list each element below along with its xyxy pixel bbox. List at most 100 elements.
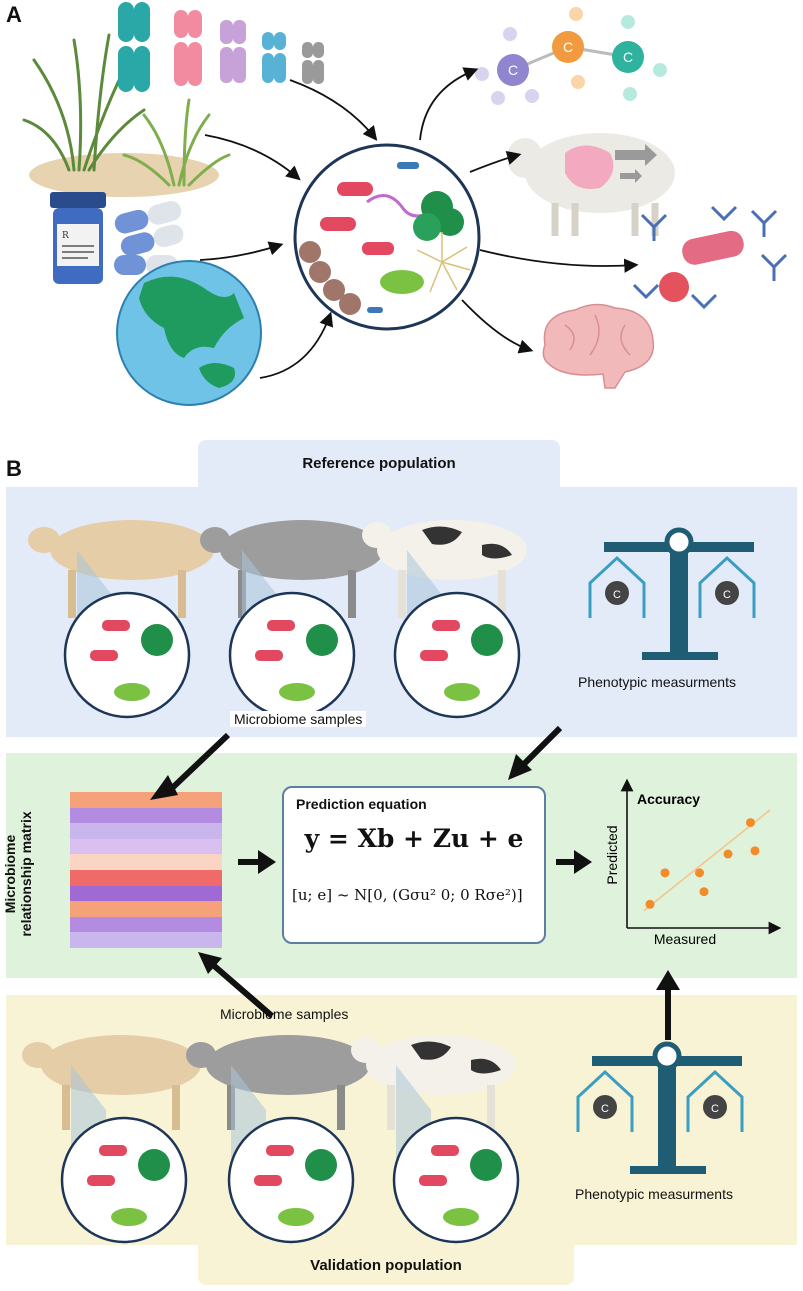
- svg-text:C: C: [623, 49, 633, 65]
- matrix-cell: [85, 916, 101, 933]
- matrix-cell: [70, 932, 86, 948]
- matrix-cell: [161, 807, 177, 824]
- matrix-cell: [100, 916, 116, 933]
- matrix-cell: [161, 870, 177, 886]
- svg-text:C: C: [723, 589, 731, 601]
- matrix-cell: [176, 901, 192, 917]
- matrix-cell: [191, 792, 207, 808]
- matrix-cell: [130, 932, 146, 948]
- matrix-cell: [145, 854, 162, 870]
- matrix-cell: [176, 792, 192, 808]
- svg-text:C: C: [613, 589, 621, 601]
- matrix-cell: [100, 807, 116, 824]
- matrix-cell: [206, 916, 222, 933]
- matrix-cell: [206, 901, 222, 917]
- methane-icon: C: [605, 581, 629, 605]
- matrix-cell: [161, 854, 177, 870]
- equation-title: Prediction equation: [296, 796, 427, 812]
- matrix-cell: [130, 838, 146, 855]
- matrix-cell: [70, 885, 86, 902]
- matrix-cell: [206, 885, 222, 902]
- scatter-point: [723, 849, 733, 859]
- reference-title-tab: [198, 440, 560, 490]
- reference-cows: [28, 520, 527, 719]
- phenotypic-caption-bottom: Phenotypic measurments: [575, 1186, 733, 1202]
- matrix-cell: [145, 870, 162, 886]
- matrix-cell: [115, 823, 131, 839]
- matrix-cell: [70, 901, 86, 917]
- matrix-cell: [145, 807, 162, 824]
- matrix-cell: [85, 807, 101, 824]
- matrix-cell: [70, 854, 86, 870]
- molecule-icon: C C C: [475, 7, 667, 105]
- matrix-cell: [115, 807, 131, 824]
- matrix-cell: [85, 870, 101, 886]
- matrix-cell: [176, 807, 192, 824]
- matrix-cell: [115, 932, 131, 948]
- panel-a-label: A: [6, 2, 22, 27]
- matrix-cell: [85, 901, 101, 917]
- matrix-cell: [115, 885, 131, 902]
- accuracy-chart: Accuracy Predicted Measured: [604, 778, 782, 947]
- matrix-cell: [191, 807, 207, 824]
- matrix-cell: [70, 823, 86, 839]
- svg-text:C: C: [508, 62, 518, 78]
- matrix-cell: [70, 870, 86, 886]
- cow-icon: [351, 1035, 516, 1130]
- matrix-cell: [206, 932, 222, 948]
- matrix-cell: [100, 885, 116, 902]
- matrix-cell: [206, 838, 222, 855]
- grass-icon: [22, 33, 231, 197]
- scatter-point: [750, 846, 760, 856]
- matrix-cell: [130, 854, 146, 870]
- matrix-cell: [85, 838, 101, 855]
- matrix-cell: [100, 792, 116, 808]
- chromosome-icon: [118, 2, 324, 92]
- reference-title: Reference population: [302, 455, 456, 472]
- matrix-cell: [70, 792, 86, 808]
- matrix-cell: [115, 792, 131, 808]
- svg-text:C: C: [563, 39, 573, 55]
- matrix-cell: [85, 823, 101, 839]
- panel-a-arrows: [199, 67, 639, 379]
- matrix-cell: [191, 916, 207, 933]
- matrix-cell: [176, 838, 192, 855]
- scatter-point: [746, 818, 755, 828]
- matrix-cell: [191, 838, 207, 855]
- matrix-cell: [191, 870, 207, 886]
- matrix-cell: [115, 838, 131, 855]
- matrix-cell: [145, 916, 162, 933]
- methane-icon: C: [715, 581, 739, 605]
- pill-bottle-icon: R: [50, 192, 106, 284]
- matrix-cell: [130, 916, 146, 933]
- matrix-cell: [115, 901, 131, 917]
- matrix-cell: [145, 838, 162, 855]
- matrix-cell: [161, 901, 177, 917]
- microbiome-circle-icon: [293, 143, 481, 331]
- matrix-cell: [176, 823, 192, 839]
- matrix-cell: [130, 870, 146, 886]
- matrix-cell: [130, 807, 146, 824]
- matrix-cell: [206, 792, 222, 808]
- relationship-matrix: [70, 792, 222, 948]
- matrix-cell: [206, 823, 222, 839]
- validation-title: Validation population: [310, 1257, 462, 1274]
- svg-text:C: C: [711, 1103, 719, 1115]
- microbiome-samples-top: Microbiome samples: [230, 711, 367, 727]
- matrix-cell: [191, 932, 207, 948]
- matrix-cell: [130, 885, 146, 902]
- matrix-cell: [161, 885, 177, 902]
- scatter-point: [699, 887, 709, 897]
- matrix-cell: [100, 932, 116, 948]
- matrix-cell: [145, 885, 162, 902]
- antibody-icon: [632, 205, 788, 310]
- matrix-cell: [206, 870, 222, 886]
- matrix-cell: [100, 854, 116, 870]
- accuracy-title: Accuracy: [637, 791, 700, 807]
- matrix-cell: [115, 916, 131, 933]
- microbiome-samples-bottom: Microbiome samples: [220, 1006, 349, 1022]
- methane-icon: C: [593, 1095, 617, 1119]
- prediction-equation-box: Prediction equation y = Xb + Zu + e [u; …: [282, 786, 546, 944]
- validation-cows: [22, 1035, 520, 1244]
